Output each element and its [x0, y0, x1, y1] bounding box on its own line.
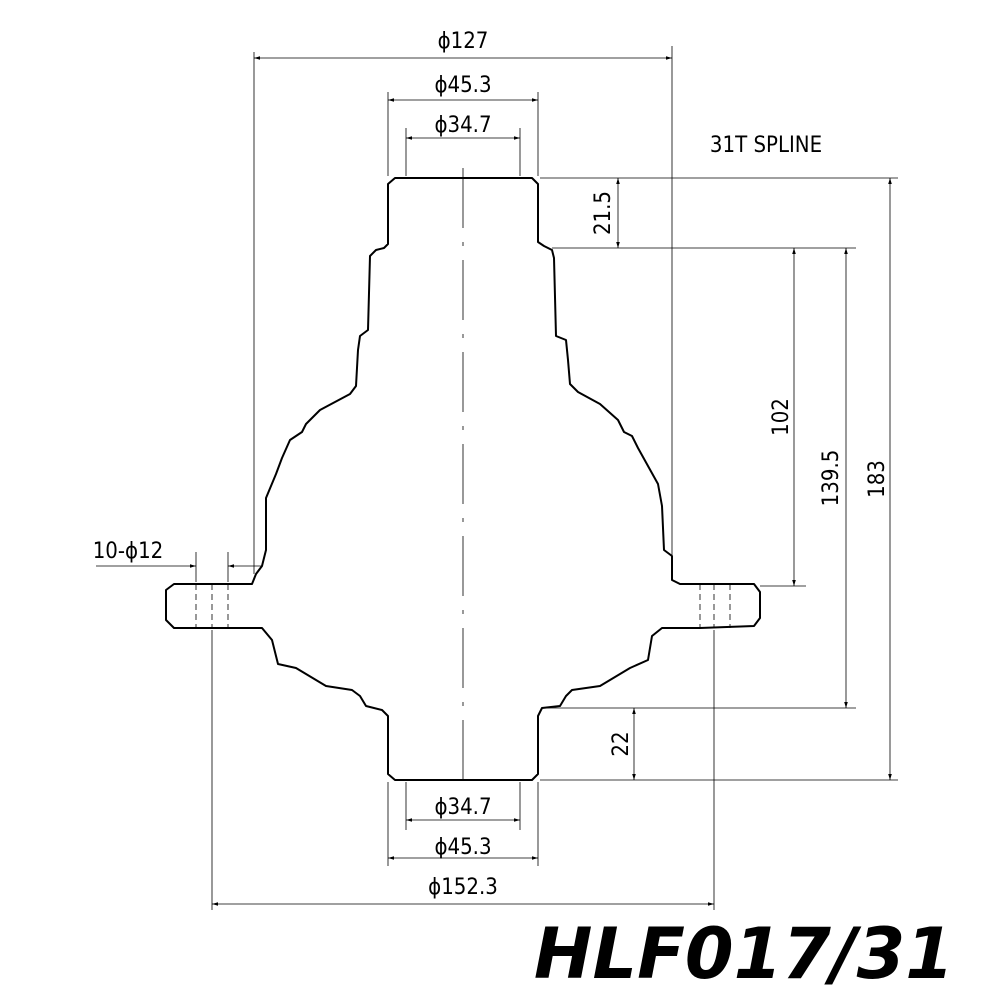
- dim-label-h139-5: 139.5: [819, 450, 844, 507]
- dim-label-d34-top: ϕ34.7: [434, 113, 491, 138]
- spline-note: 31T SPLINE: [710, 133, 822, 158]
- dim-label-h102: 102: [769, 398, 794, 436]
- dim-label-h22: 22: [609, 731, 634, 756]
- dim-label-d45-bot: ϕ45.3: [434, 835, 491, 860]
- dim-label-holes: 10-ϕ12: [93, 539, 164, 564]
- dim-label-d34-bot: ϕ34.7: [434, 795, 491, 820]
- dim-label-h21-5: 21.5: [591, 191, 616, 235]
- dim-label-d127: ϕ127: [438, 29, 489, 54]
- extension-lines: [195, 46, 898, 910]
- dim-label-h183: 183: [865, 460, 890, 498]
- dim-label-d45-top: ϕ45.3: [434, 73, 491, 98]
- differential-outline: [165, 177, 761, 781]
- model-number: HLF017/31: [534, 913, 954, 995]
- dim-label-d152: ϕ152.3: [428, 875, 498, 900]
